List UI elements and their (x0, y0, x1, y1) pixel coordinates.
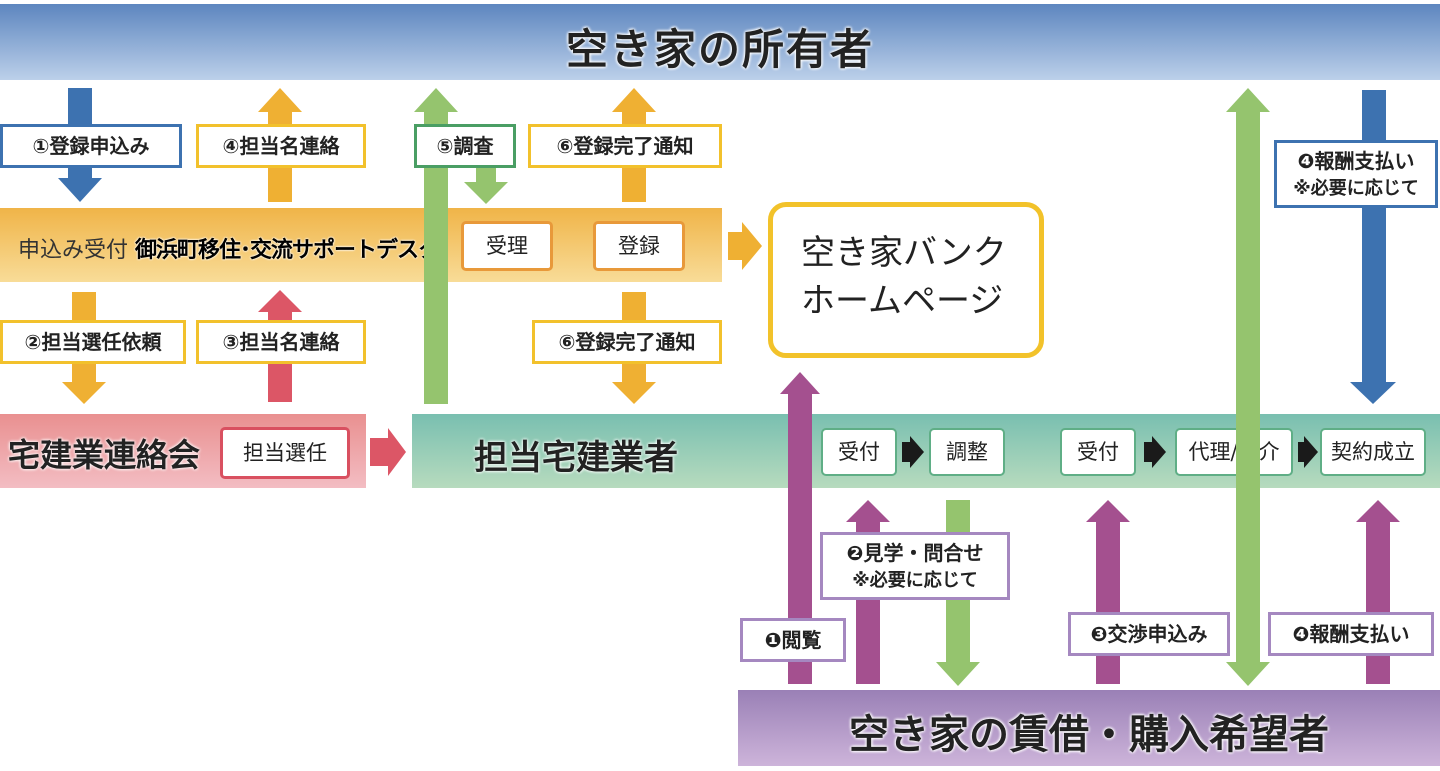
label-survey: ⑤調査 (414, 124, 516, 168)
owner-band: 空き家の所有者 (0, 4, 1440, 80)
homepage-line1: 空き家バンク (801, 233, 1007, 273)
step-contract: 契約成立 (1320, 428, 1426, 476)
label-reg-complete-bottom: ⑥登録完了通知 (532, 320, 722, 364)
step-register: 登録 (593, 221, 685, 271)
arrow-owner-fee (1350, 90, 1396, 404)
step-agency: 代理/媒介 (1175, 428, 1293, 476)
visit-text: ❷見学・問合せ (846, 541, 984, 565)
label-contact-name-3: ③担当名連絡 (196, 320, 366, 364)
label-seeker-fee: ❹報酬支払い (1268, 612, 1434, 656)
step-arrow-icon (902, 436, 924, 468)
label-contact-name-4: ④担当名連絡 (196, 124, 366, 168)
owner-fee-text: ❹報酬支払い (1297, 149, 1415, 173)
homepage-line2: ホームページ (801, 281, 1004, 321)
step-select-agent: 担当選任 (220, 427, 350, 479)
step-arrow-icon (1144, 436, 1166, 468)
visit-note: ※必要に応じて (852, 570, 978, 591)
arrow-negotiate (1086, 500, 1130, 684)
label-browse: ❶閲覧 (740, 618, 846, 662)
owner-title: 空き家の所有者 (565, 25, 874, 74)
step-arrow-icon (1298, 436, 1318, 468)
label-visit: ❷見学・問合せ ※必要に応じて (820, 532, 1010, 600)
label-register-apply: ①登録申込み (0, 124, 182, 168)
owner-fee-note: ※必要に応じて (1293, 178, 1419, 199)
arrow-assoc-to-realtor (370, 428, 406, 476)
step-accept: 受理 (461, 221, 553, 271)
arrow-owner-seeker-green (1226, 88, 1270, 686)
akiya-bank-homepage[interactable]: 空き家バンク ホームページ (768, 202, 1044, 358)
arrow-survey-down (464, 166, 508, 204)
desk-prefix: 申込み受付 (18, 238, 129, 263)
step-reception-1: 受付 (821, 428, 897, 476)
label-owner-fee: ❹報酬支払い ※必要に応じて (1274, 140, 1438, 208)
label-negotiate: ❸交渉申込み (1068, 612, 1230, 656)
seeker-title: 空き家の賃借・購入希望者 (849, 712, 1329, 758)
label-select-request: ②担当選任依頼 (0, 320, 186, 364)
desk-name: 御浜町移住･交流サポートデスク (135, 238, 440, 263)
seeker-band: 空き家の賃借・購入希望者 (738, 690, 1440, 766)
step-reception-2: 受付 (1060, 428, 1136, 476)
support-desk-label: 申込み受付 御浜町移住･交流サポートデスク (18, 232, 440, 264)
realtor-association-title: 宅建業連絡会 (8, 436, 201, 474)
assigned-realtor-title: 担当宅建業者 (474, 438, 678, 478)
step-adjust: 調整 (929, 428, 1005, 476)
label-reg-complete-top: ⑥登録完了通知 (528, 124, 722, 168)
arrow-desk-to-homepage (728, 222, 762, 270)
arrow-seeker-fee (1356, 500, 1400, 684)
